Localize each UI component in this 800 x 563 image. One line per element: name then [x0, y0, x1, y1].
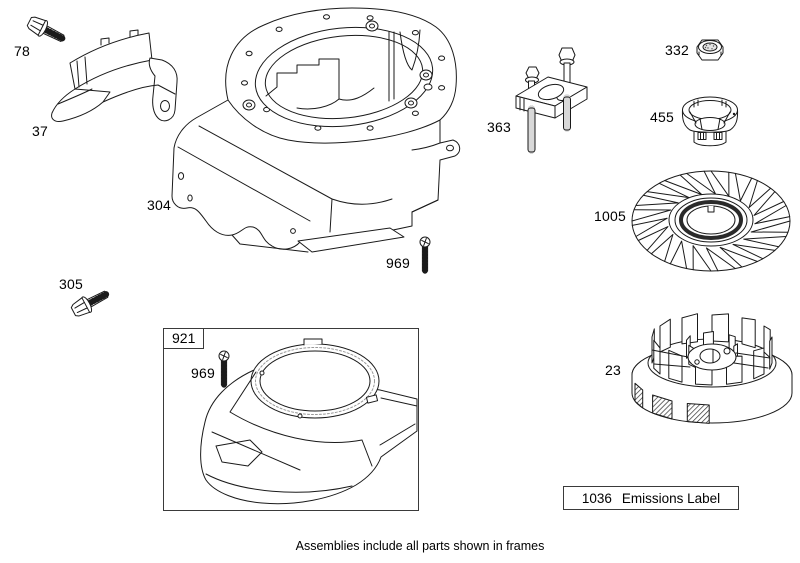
- part-label-969-housing: 969: [386, 255, 410, 271]
- assembly-921-number: 921: [172, 330, 196, 346]
- screw-78-drawing: [25, 14, 67, 47]
- starter-cup-455-drawing: [682, 97, 737, 146]
- part-label-37: 37: [32, 123, 48, 139]
- part-label-1005: 1005: [594, 208, 626, 224]
- part-label-23: 23: [605, 362, 621, 378]
- emissions-label-box: 1036 Emissions Label: [563, 486, 739, 510]
- screw-969-housing-drawing: [420, 237, 430, 273]
- emissions-label-text: Emissions Label: [621, 490, 721, 506]
- flywheel-23-fins: [652, 314, 772, 385]
- blower-housing-304-drawing: [172, 8, 460, 252]
- flywheel-23-drawing: [632, 314, 792, 424]
- part-label-332: 332: [665, 42, 689, 58]
- fan-1005-drawing: [632, 171, 790, 271]
- housing-flange-holes: [242, 15, 445, 131]
- shield-37-drawing: [52, 30, 178, 122]
- part-label-363: 363: [487, 119, 511, 135]
- assembly-frame-921: 921: [163, 328, 419, 511]
- emissions-label-number: 1036: [581, 490, 612, 506]
- diagram-caption: Assemblies include all parts shown in fr…: [295, 539, 545, 553]
- part-label-969-assembly: 969: [191, 365, 215, 381]
- part-label-304: 304: [147, 197, 171, 213]
- part-label-305: 305: [59, 276, 83, 292]
- puller-363-drawing: [516, 48, 587, 152]
- part-label-455: 455: [650, 109, 674, 125]
- part-label-78: 78: [14, 43, 30, 59]
- cover-921-drawing: [201, 339, 417, 504]
- assembly-921-tag: 921: [163, 328, 205, 349]
- nut-332-drawing: [697, 40, 723, 60]
